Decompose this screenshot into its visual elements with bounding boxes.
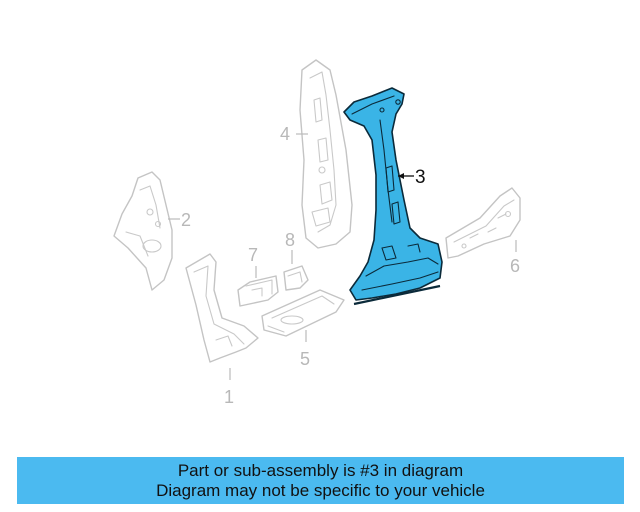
banner-line-1: Part or sub-assembly is #3 in diagram [177, 460, 464, 480]
part-4-shape [299, 59, 353, 249]
part-6-shape [445, 187, 521, 259]
callout-5: 5 [300, 349, 310, 369]
part-3-center-pillar[interactable] [343, 87, 443, 306]
part-1-shape [185, 253, 259, 363]
part-8-shape [283, 265, 309, 291]
callout-2: 2 [181, 210, 191, 230]
callout-1: 1 [224, 387, 234, 407]
parts-diagram: 4 2 1 7 8 5 [113, 59, 521, 407]
callout-8: 8 [285, 230, 295, 250]
callout-4: 4 [280, 124, 290, 144]
info-banner: Part or sub-assembly is #3 in diagram Di… [17, 457, 624, 504]
part-5-shape [261, 289, 345, 337]
part-2-shape [113, 171, 173, 291]
callout-6: 6 [510, 256, 520, 276]
callout-7: 7 [248, 245, 258, 265]
part-7-shape [237, 275, 279, 307]
banner-line-2: Diagram may not be specific to your vehi… [156, 480, 485, 500]
callout-3: 3 [415, 167, 426, 188]
